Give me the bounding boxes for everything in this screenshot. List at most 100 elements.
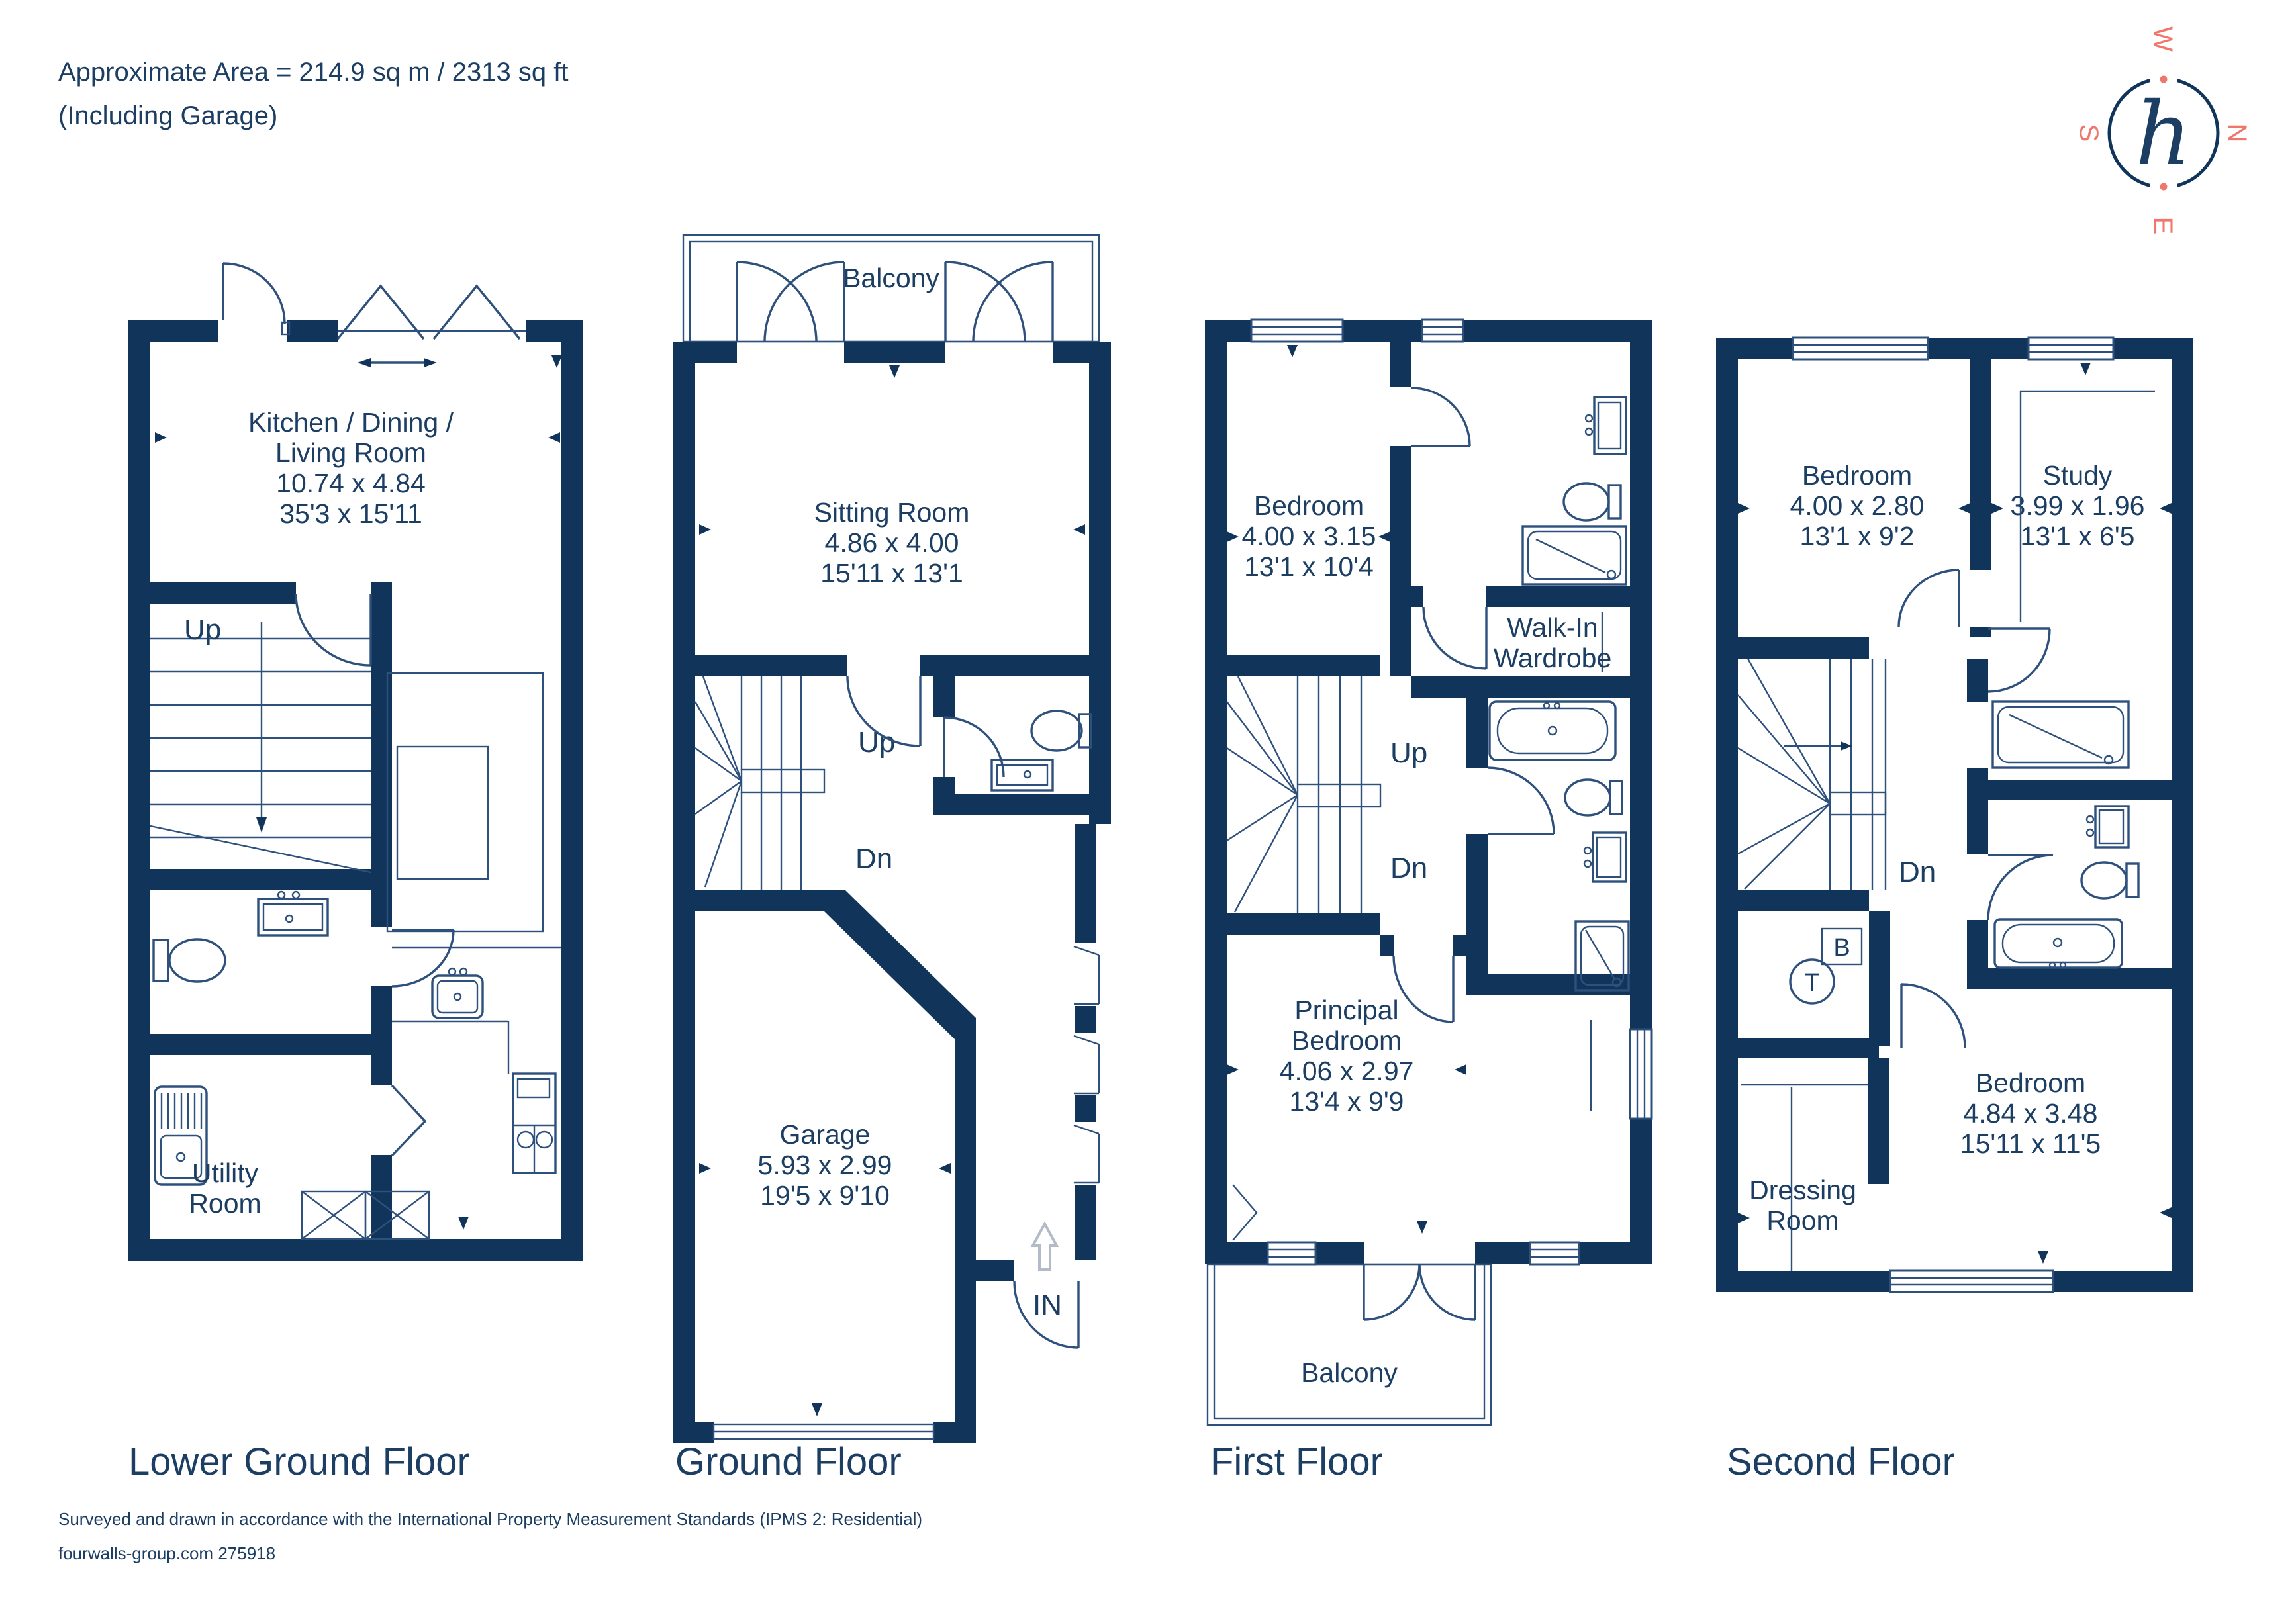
dim-tick (1738, 1213, 1750, 1223)
tank-label: T (1804, 969, 1819, 997)
sitting-room-imperial: 15'11 x 13'1 (820, 558, 963, 588)
window (1889, 1269, 2054, 1293)
storage-cabinets (301, 1190, 430, 1240)
living-room-label-1: Kitchen / Dining / (248, 407, 454, 438)
dim-tick (889, 365, 900, 378)
dim-tick (699, 524, 711, 535)
dim-tick (2160, 503, 2172, 514)
study-imperial: 13'1 x 6'5 (2021, 521, 2135, 551)
dressing-label-1: Dressing (1749, 1175, 1856, 1205)
footer-standards-text: Surveyed and drawn in accordance with th… (58, 1509, 922, 1529)
compass-south-label: S (2074, 124, 2103, 142)
balcony-label: Balcony (1301, 1358, 1398, 1388)
shower-icon (1991, 700, 2130, 769)
balcony-bottom (1206, 1263, 1492, 1426)
wc-door (391, 929, 455, 988)
brand-logo: h (2135, 83, 2191, 185)
bathroom-basin-icon (2085, 805, 2130, 849)
living-room-imperial: 35'3 x 15'11 (279, 498, 422, 529)
walk-in-label-1: Walk-In (1507, 612, 1598, 643)
bathroom-door (1487, 766, 1555, 835)
entrance-in-label: IN (1033, 1289, 1062, 1321)
stairs-up (150, 622, 371, 874)
dim-tick (2038, 1251, 2048, 1264)
walk-in-label-2: Wardrobe (1494, 643, 1612, 673)
lower-ground-floor-title: Lower Ground Floor (128, 1440, 470, 1483)
dim-tick (1227, 531, 1239, 542)
bedroom-metric: 4.00 x 3.15 (1242, 521, 1376, 551)
bathroom-toilet-icon (2080, 861, 2140, 900)
bedroom-imperial: 13'1 x 10'4 (1244, 551, 1374, 582)
principal-imperial: 13'4 x 9'9 (1290, 1086, 1404, 1117)
principal-metric: 4.06 x 2.97 (1280, 1056, 1414, 1086)
dim-tick (812, 1403, 822, 1416)
ensuite-toilet-icon (1562, 482, 1622, 522)
bedroom-metric: 4.00 x 2.80 (1790, 490, 1925, 521)
first-floor-title: First Floor (1210, 1440, 1383, 1483)
dim-tick (939, 1163, 951, 1174)
second-floor-plan: Bedroom 4.00 x 2.80 13'1 x 9'2 Study 3.9… (1716, 336, 2193, 1483)
bathroom-door (1987, 854, 2054, 921)
dim-tick (1958, 503, 1970, 514)
kitchen-island-sink-icon (431, 967, 484, 1019)
kitchen-counter (392, 946, 561, 1174)
lower-ground-floor-plan: Up (128, 262, 583, 1483)
footer-reference-text: fourwalls-group.com 275918 (58, 1544, 275, 1563)
closet-doors (1232, 1184, 1258, 1241)
bedroom-label: Bedroom (1802, 460, 1912, 490)
sitting-room-metric: 4.86 x 4.00 (825, 528, 959, 558)
ensuite-door (1411, 387, 1471, 447)
boiler-box (1821, 927, 1863, 966)
bay-windows (1073, 945, 1100, 1184)
hall-door (295, 593, 372, 667)
utility-sink-icon (154, 1085, 208, 1186)
wc-basin-icon (990, 759, 1054, 792)
dim-tick (1738, 503, 1750, 514)
boiler-label: B (1833, 934, 1850, 962)
dim-tick (551, 355, 562, 368)
sofa-and-table (386, 672, 544, 933)
first-floor-plan: Bedroom 4.00 x 3.15 13'1 x 10'4 Walk-In … (1205, 318, 1653, 1483)
study-metric: 3.99 x 1.96 (2011, 490, 2145, 521)
utility-label-1: Utility (192, 1158, 259, 1188)
compass-north-label: N (2223, 124, 2252, 143)
compass-dot-bottom (2160, 183, 2168, 191)
down-label: Dn (1390, 852, 1427, 884)
utility-label-2: Room (189, 1188, 261, 1219)
including-garage-text: (Including Garage) (58, 101, 277, 130)
compass-west-label: W (2148, 26, 2177, 52)
tank-circle (1789, 958, 1835, 1005)
sitting-room-label: Sitting Room (814, 497, 970, 528)
dim-tick (2160, 1207, 2172, 1218)
compass-east-label: E (2148, 217, 2177, 235)
living-room-label-2: Living Room (275, 438, 426, 468)
bathroom-toilet-icon (1564, 778, 1623, 817)
principal-label-2: Bedroom (1292, 1025, 1402, 1056)
bathroom-basin-icon (1583, 831, 1627, 883)
dressing-label-2: Room (1766, 1205, 1839, 1236)
down-label: Dn (855, 843, 892, 875)
living-room-metric: 10.74 x 4.84 (276, 468, 426, 498)
principal-bedroom-door (1392, 955, 1455, 1023)
french-doors-right (944, 261, 1054, 342)
stairs (1226, 676, 1382, 913)
window (1529, 1241, 1580, 1266)
balcony-label: Balcony (843, 263, 939, 293)
utility-fold-door (391, 1084, 427, 1157)
window (2027, 336, 2115, 361)
ensuite-shower-icon (1521, 525, 1627, 586)
window (1629, 1028, 1653, 1120)
bedroom-door (1897, 569, 1960, 627)
dim-tick (458, 1217, 469, 1230)
bedroom2-door (1900, 983, 1966, 1048)
dim-tick (1991, 503, 2003, 514)
bath-icon (1993, 918, 2123, 969)
ensuite-basin-icon (1584, 396, 1627, 455)
shower-room-door (1987, 627, 2051, 693)
bedroom2-imperial: 15'11 x 11'5 (1960, 1129, 2101, 1159)
wc-door (943, 716, 1005, 778)
window (1421, 318, 1464, 343)
up-label: Up (184, 614, 221, 646)
balcony-french-doors (1363, 1264, 1476, 1321)
